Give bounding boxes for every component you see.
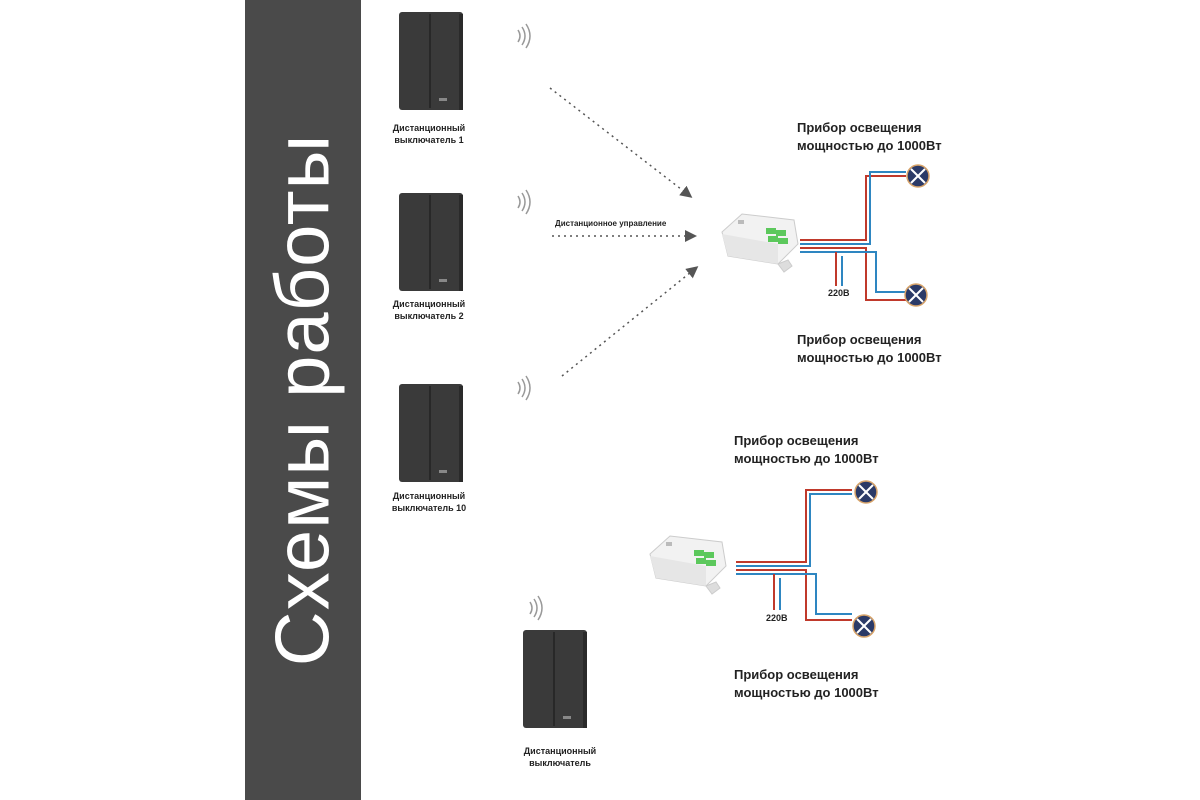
signal-icon [517, 375, 531, 401]
switch-single [522, 629, 588, 729]
signal-arrow-1 [549, 87, 693, 198]
relay-module-1 [721, 213, 799, 273]
remote-control-label: Дистанционное управление [555, 219, 667, 228]
lamp-1-top [906, 164, 930, 188]
switch-1 [398, 11, 464, 111]
signal-icon [517, 23, 531, 49]
signal-icon [529, 595, 543, 621]
voltage-label-1: 220В [828, 288, 850, 298]
signal-arrow-10 [561, 266, 699, 377]
sidebar-panel: Схемы работы [245, 0, 361, 800]
lamp-2-bottom [852, 614, 876, 638]
wiring-2 [736, 489, 852, 621]
voltage-label-2: 220В [766, 613, 788, 623]
switch-2 [398, 192, 464, 292]
relay-module-2 [649, 535, 727, 595]
signal-icon [517, 189, 531, 215]
switch-10 [398, 383, 464, 483]
lamp-1-bottom [904, 283, 928, 307]
lamp-2-top [854, 480, 878, 504]
wiring-1 [800, 171, 906, 301]
